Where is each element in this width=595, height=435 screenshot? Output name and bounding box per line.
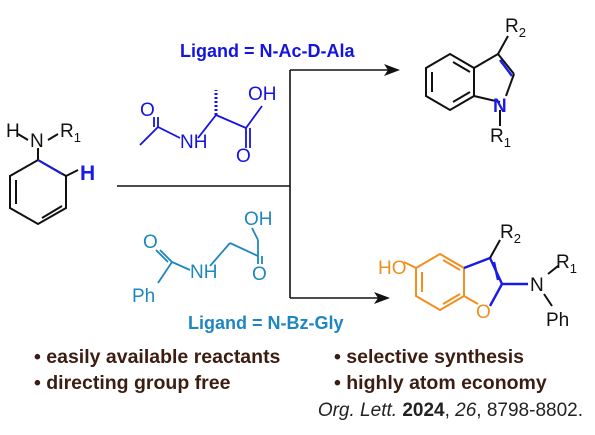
indole-r1-label: R1 bbox=[490, 126, 511, 150]
bullet-dot: • bbox=[334, 346, 341, 368]
citation-sep: , bbox=[444, 400, 456, 421]
substrate-aniline bbox=[9, 133, 79, 226]
advantage-item: • selective synthesis bbox=[334, 344, 524, 370]
advantages-row-1: • easily available reactants • selective… bbox=[34, 344, 589, 370]
advantage-item: • directing group free bbox=[34, 370, 230, 396]
ligand-ac-ala-nh-label: NH bbox=[180, 132, 207, 153]
citation-volume: 26 bbox=[455, 400, 477, 421]
benzofuran-substituents bbox=[489, 239, 559, 307]
substrate-n-label: N bbox=[30, 131, 44, 152]
indole-r2-label: R2 bbox=[505, 16, 526, 40]
indole-product bbox=[425, 35, 515, 126]
advantage-text: highly atom economy bbox=[346, 372, 547, 394]
ligand-bz-gly-structure bbox=[155, 227, 263, 284]
citation: Org. Lett. 2024, 26, 8798-8802. bbox=[318, 400, 583, 422]
benzofuran-product bbox=[403, 252, 479, 312]
ligand-bz-gly-nh-label: NH bbox=[190, 262, 217, 283]
citation-year: 2024 bbox=[402, 400, 445, 421]
bullet-dot: • bbox=[334, 372, 341, 394]
advantage-item: • easily available reactants bbox=[34, 344, 280, 370]
citation-pages: , 8798-8802. bbox=[476, 400, 583, 421]
advantage-text: easily available reactants bbox=[46, 346, 281, 368]
reaction-arrows bbox=[117, 64, 400, 304]
citation-journal: Org. Lett. bbox=[317, 400, 398, 421]
bullet-dot: • bbox=[34, 372, 41, 394]
substrate-h-label: H bbox=[6, 121, 20, 142]
benzofuran-r1-label: R1 bbox=[556, 252, 577, 276]
substrate-ortho-h: H bbox=[80, 162, 95, 185]
ligand-bz-gly-label: Ligand = N-Bz-Gly bbox=[188, 313, 344, 333]
ligand-bz-gly-o1-label: O bbox=[143, 232, 158, 253]
substrate-r1-label: R1 bbox=[60, 121, 81, 145]
benzofuran-ph-label: Ph bbox=[546, 310, 569, 331]
ligand-ac-ala-o-label: O bbox=[140, 100, 155, 121]
advantages-list: • easily available reactants • selective… bbox=[34, 344, 589, 396]
ligand-ac-ala-o2-label: O bbox=[236, 146, 251, 167]
ligand-bz-gly-o2-label: O bbox=[252, 264, 267, 285]
ligand-ac-ala-oh-label: OH bbox=[248, 84, 277, 105]
benzofuran-r2-label: R2 bbox=[500, 222, 521, 246]
ligand-bz-gly-oh-label: OH bbox=[244, 209, 273, 230]
advantage-text: directing group free bbox=[46, 372, 231, 394]
ligand-ac-ala-label: Ligand = N-Ac-D-Ala bbox=[180, 41, 355, 61]
advantage-text: selective synthesis bbox=[346, 346, 525, 368]
indole-new-bond bbox=[499, 59, 513, 77]
indole-n-label: N bbox=[493, 96, 507, 117]
bullet-dot: • bbox=[34, 346, 41, 368]
benzofuran-ho-label: HO bbox=[378, 258, 407, 279]
benzofuran-heterocycle bbox=[463, 256, 504, 307]
ligand-bz-gly-ph-label: Ph bbox=[132, 286, 155, 307]
ligand-ac-ala-structure bbox=[139, 105, 263, 148]
benzofuran-n-label: N bbox=[530, 275, 544, 296]
advantage-item: • highly atom economy bbox=[334, 370, 547, 396]
advantages-row-2: • directing group free • highly atom eco… bbox=[34, 370, 589, 396]
substrate-ortho-bond bbox=[37, 159, 63, 175]
benzofuran-o-label: O bbox=[476, 302, 491, 323]
